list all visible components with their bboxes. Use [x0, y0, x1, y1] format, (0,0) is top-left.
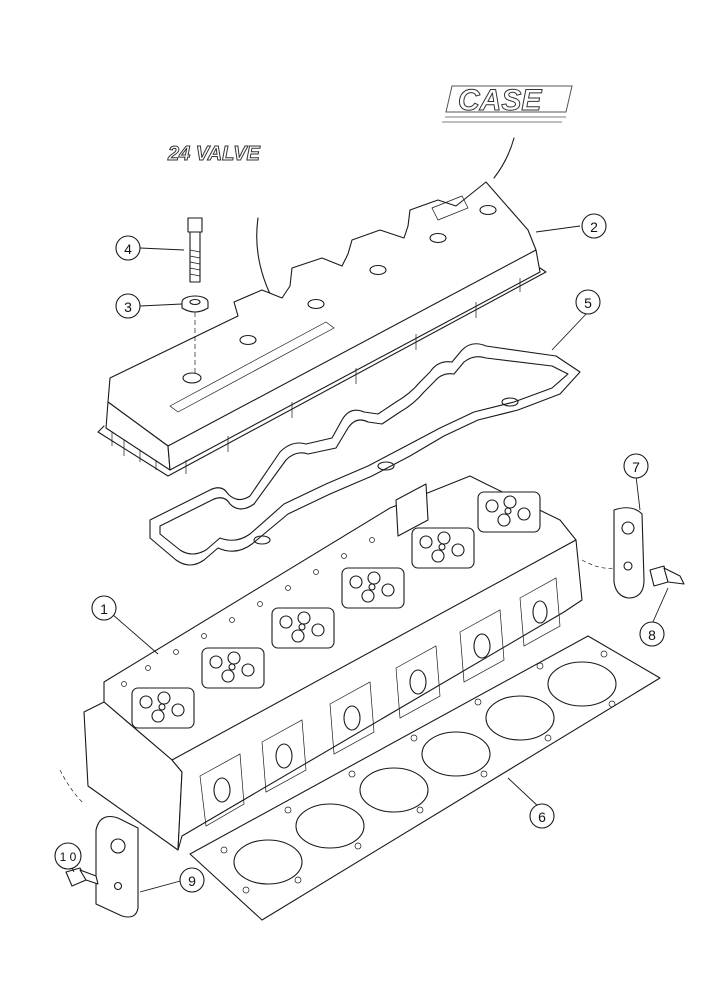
- leaders: [71, 225, 669, 893]
- cover-bolt: [187, 217, 203, 283]
- callout-3: 3: [115, 293, 141, 319]
- callout-5: 5: [575, 289, 601, 315]
- callout-10: 1 0: [54, 842, 82, 870]
- valve-cover: [97, 181, 547, 477]
- svg-text:3: 3: [124, 299, 132, 315]
- case-logo-decal: CASE: [442, 84, 573, 123]
- valve-clusters: [131, 491, 541, 729]
- svg-text:7: 7: [632, 459, 640, 475]
- callout-1: 1: [91, 595, 117, 621]
- callout-4: 4: [115, 235, 141, 261]
- svg-text:1: 1: [100, 601, 108, 617]
- bracket-bolt-front: [65, 867, 99, 887]
- case-logo-text: CASE: [458, 84, 542, 117]
- lifting-bracket-rear: [581, 507, 645, 599]
- svg-text:4: 4: [124, 241, 132, 257]
- callout-7: 7: [623, 453, 649, 479]
- svg-text:6: 6: [538, 809, 546, 825]
- valve-decal-text: 24 VALVE: [167, 143, 261, 165]
- decal-leader-valve: [256, 217, 275, 303]
- svg-text:5: 5: [584, 295, 592, 311]
- valve-decal: 24 VALVE: [167, 143, 262, 166]
- decal-leader-case: [493, 137, 515, 179]
- cylinder-head: [83, 475, 583, 851]
- callout-6: 6: [529, 803, 555, 829]
- svg-text:8: 8: [648, 627, 656, 643]
- cover-gasket: [149, 343, 581, 566]
- svg-text:2: 2: [590, 219, 598, 235]
- svg-text:1 0: 1 0: [60, 850, 77, 864]
- svg-text:9: 9: [188, 873, 196, 889]
- cover-washer: [181, 295, 209, 313]
- bracket-bolt-rear: [649, 565, 685, 587]
- callout-9: 9: [179, 867, 205, 893]
- lifting-bracket-front: [59, 769, 139, 918]
- callout-2: 2: [581, 213, 607, 239]
- head-gasket: [189, 635, 661, 921]
- callout-8: 8: [639, 621, 665, 647]
